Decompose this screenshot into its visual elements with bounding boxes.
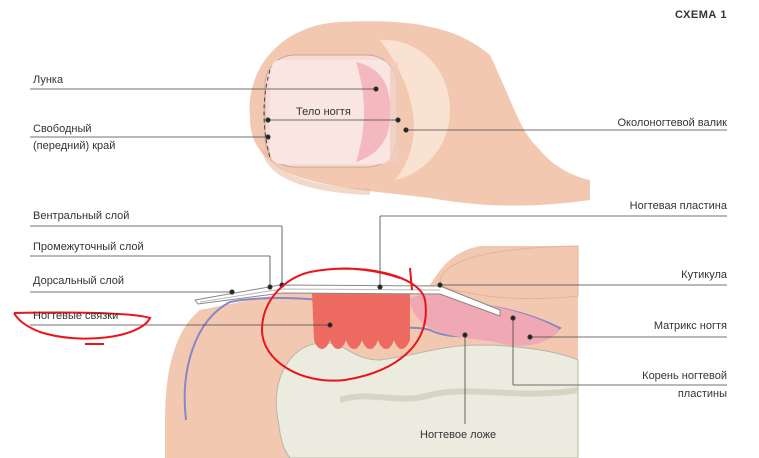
bone-texture <box>339 387 579 403</box>
finger-section-view <box>165 245 579 458</box>
matrix-shape <box>410 294 560 346</box>
finger-top-shadow <box>262 149 371 195</box>
label-ligaments: Ногтевые связки <box>33 310 119 322</box>
label-ventral: Вентральный слой <box>33 210 130 222</box>
finger-top-highlight <box>380 39 450 181</box>
label-matrix: Матрикс ногтя <box>653 320 727 332</box>
nail-plate-section <box>194 284 501 317</box>
bone-shape <box>275 342 579 458</box>
label-dorsal: Дорсальный слой <box>33 275 125 287</box>
label-cuticle: Кутикула <box>681 269 727 281</box>
nail-ligaments <box>312 292 410 349</box>
red-circle <box>260 267 427 382</box>
cuticle-fold <box>439 245 579 300</box>
lunula-shape <box>356 62 391 162</box>
red-tick <box>409 267 413 291</box>
label-free-edge-1: Свободный <box>33 123 92 135</box>
label-nail-body: Тело ногтя <box>296 106 351 118</box>
finger-top-view <box>249 21 590 206</box>
red-underline <box>13 311 152 340</box>
label-free-edge-2: (передний) край <box>33 140 116 152</box>
nail-plate-mid <box>199 288 441 303</box>
diagram-title: СХЕМА 1 <box>675 9 727 21</box>
label-nail-bed: Ногтевое ложе <box>420 429 497 441</box>
label-root-1: Корень ногтевой <box>642 370 727 382</box>
label-root-2: пластины <box>677 388 727 400</box>
label-intermediate: Промежуточный слой <box>33 241 144 253</box>
label-lunula: Лунка <box>33 74 64 86</box>
label-nail-fold: Околоногтевой валик <box>617 117 727 129</box>
red-annotations <box>13 267 427 382</box>
nail-plate-inner <box>270 60 392 164</box>
free-edge-dashed <box>263 69 271 159</box>
nail-fold-band <box>390 62 398 162</box>
label-nail-plate: Ногтевая пластина <box>629 200 727 212</box>
